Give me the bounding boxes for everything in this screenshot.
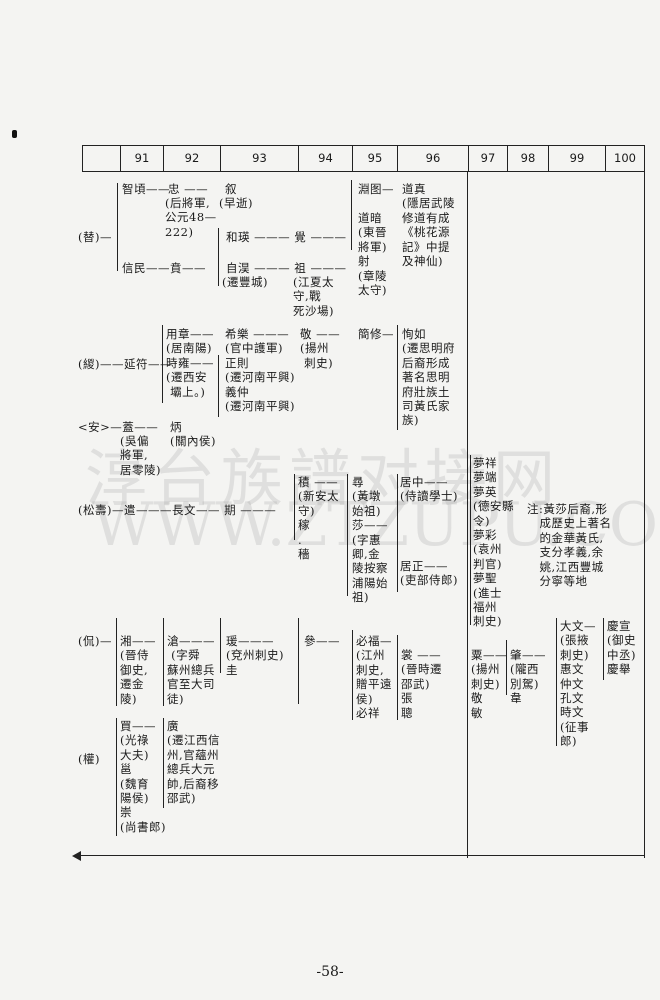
bracket-line bbox=[218, 228, 220, 286]
bracket-line bbox=[556, 618, 558, 746]
bracket-line bbox=[116, 718, 118, 836]
bracket-line bbox=[162, 325, 164, 403]
gen-col-95: 95 bbox=[353, 146, 398, 171]
bracket-line bbox=[506, 640, 508, 695]
bracket-line bbox=[298, 618, 300, 704]
gen96-entries: 裳 —— (晉時遷 邵武) 張 聰 bbox=[401, 648, 442, 720]
person-juzhong: 居中—— (侍讀學士) bbox=[400, 475, 458, 504]
branch-ying-root: (緵)——延符—— bbox=[78, 357, 172, 371]
bracket-line bbox=[117, 183, 119, 271]
person-daoan: 道暗 (東晉 將軍) 射 (章陵 太守) bbox=[358, 211, 387, 298]
gen93-entries: 瑗——— (兗州刺史) 圭 bbox=[226, 634, 284, 677]
gen94-entries: 積 —— (新安太 守) 稼 . 穡 bbox=[298, 475, 339, 562]
bracket-line bbox=[470, 455, 472, 625]
branch-quan-root: (權) bbox=[78, 752, 100, 766]
person-zhong: 忠 —— bbox=[168, 182, 209, 196]
gen92-entries: 用章—— (居南陽) 時雍—— (遷西安 壩上。) bbox=[166, 327, 214, 399]
bottom-arrow-line bbox=[78, 855, 645, 857]
gen91-entries: 湘—— (晉侍 御史, 遷金 陵) bbox=[120, 634, 156, 706]
gen91-entries: 買—— (光祿 大夫) 邕 (魏育 陽侯) 崇 (尚書郎) bbox=[120, 719, 166, 834]
branch-kan-root: (侃)— bbox=[78, 634, 112, 648]
bracket-line bbox=[352, 630, 354, 720]
gen-col-blank bbox=[83, 146, 121, 171]
person-bing: 炳 (關內侯) bbox=[170, 420, 216, 449]
gen-col-96: 96 bbox=[398, 146, 469, 171]
gen96-entries: 恂如 (遷思明府 后裔形成 著名思明 府壯族土 司黃氏家 族) bbox=[402, 327, 455, 428]
gen-col-98: 98 bbox=[508, 146, 549, 171]
bracket-line bbox=[351, 180, 353, 250]
branch-songshou-root: (松壽)—遣———長文—— 期 ——— bbox=[78, 503, 277, 517]
bracket-line bbox=[397, 325, 399, 430]
person-xu: 叙 bbox=[225, 182, 237, 196]
gen-col-99: 99 bbox=[549, 146, 606, 171]
bracket-line bbox=[116, 618, 118, 706]
bracket-line bbox=[163, 718, 165, 808]
gen92-entries: 滄——— (字舜 蘇州總兵 官至大司 徒) bbox=[167, 634, 215, 706]
bracket-line bbox=[603, 618, 605, 680]
gen99-entries: 大文— (張掖 刺史) 惠文 仲文 孔文 時文 (征事 郎) bbox=[560, 619, 596, 749]
bracket-line bbox=[397, 474, 399, 592]
person-yuan: 淵图— bbox=[358, 182, 394, 196]
gen97-entries: 夢祥 夢端 夢英 (德安縣 令) 夢彩 (袁州 判官) 夢聖 (進士 福州 刺史… bbox=[473, 456, 514, 629]
gen-col-100: 100 bbox=[614, 151, 636, 165]
gen93-entries: 希樂 ——— (官中護軍) 正則 (遷河南平興) 義仲 (遷河南平興) bbox=[225, 327, 295, 414]
gen94-entries: 敬 —— (揚州 刺史) bbox=[300, 327, 341, 370]
right-frame-line bbox=[644, 172, 646, 858]
gen-col-92: 92 bbox=[164, 146, 221, 171]
gen95-entries: 尋 (黃墩 始祖) 莎—— (字惠 卿,金 陵按察 浦陽始 祖) bbox=[352, 475, 388, 605]
bracket-line bbox=[218, 355, 220, 417]
generation-header: 91 92 93 94 95 96 97 98 99 100 bbox=[82, 145, 645, 172]
bracket-line bbox=[294, 474, 296, 540]
main-divider-line bbox=[467, 172, 469, 858]
bracket-line bbox=[163, 618, 165, 706]
scan-speck bbox=[12, 130, 17, 138]
gen92-entries: 廣 (遷江西信 州,官蘊州 總兵大元 帥,后裔移 邵武) bbox=[167, 719, 220, 806]
gen95-entries: 簡修— bbox=[358, 327, 394, 341]
gen-col-91: 91 bbox=[121, 146, 164, 171]
person-xinmin: 信民——賁—— bbox=[122, 261, 206, 275]
gen97-entries: 粟—— (揚州 刺史) 敬 敏 bbox=[471, 648, 507, 720]
branch-an-root: <安>—蓋—— bbox=[78, 420, 159, 434]
gen95-entries: 必福— (江州 刺史, 贈平遠 侯) 必祥 bbox=[356, 634, 392, 721]
gen-col-97: 97 bbox=[469, 146, 508, 171]
person-xu-note: (早逝) bbox=[219, 196, 253, 210]
gen94-entries: 參—— bbox=[304, 634, 340, 648]
gen-col-94: 94 bbox=[299, 146, 353, 171]
person-daozhen: 道真 (隱居武陵 修道有成 《桃花源 記》中提 及神仙) bbox=[402, 182, 455, 269]
arrow-head-icon bbox=[72, 851, 81, 861]
annotation-note: 注:黃莎后裔,形 成歷史上著名 的金華黃氏, 支分孝義,余 姚,江西豐城 分寧等… bbox=[527, 502, 612, 589]
person-gai-note: (吳偏 將軍, 居零陵) bbox=[120, 434, 161, 477]
gen-col-93: 93 bbox=[221, 146, 299, 171]
person-zihao: 自淏 ——— 祖 ——— bbox=[226, 261, 347, 275]
person-zihao-note: (遷豐城) bbox=[222, 275, 268, 289]
page-number: -58- bbox=[316, 964, 344, 980]
gen100-entries: 慶宣 (御史 中丞) 慶舉 bbox=[607, 619, 636, 677]
bracket-line bbox=[397, 635, 399, 720]
bracket-line bbox=[220, 618, 222, 673]
gen98-entries: 肇—— (隴西 別駕) 韋 bbox=[510, 648, 546, 706]
bracket-line bbox=[347, 474, 349, 596]
person-heying: 和瑛 ——— 覺 ——— bbox=[226, 230, 347, 244]
person-zu-note: (江夏太 守,戰 死沙場) bbox=[293, 275, 334, 318]
branch-ti-root: (替)— bbox=[78, 230, 112, 244]
person-zhiqing: 智頃—— bbox=[122, 182, 170, 196]
person-juzheng: 居正—— (吏部侍郎) bbox=[400, 559, 458, 588]
person-zhong-note: (后將軍, 公元48— 222) bbox=[165, 196, 217, 239]
